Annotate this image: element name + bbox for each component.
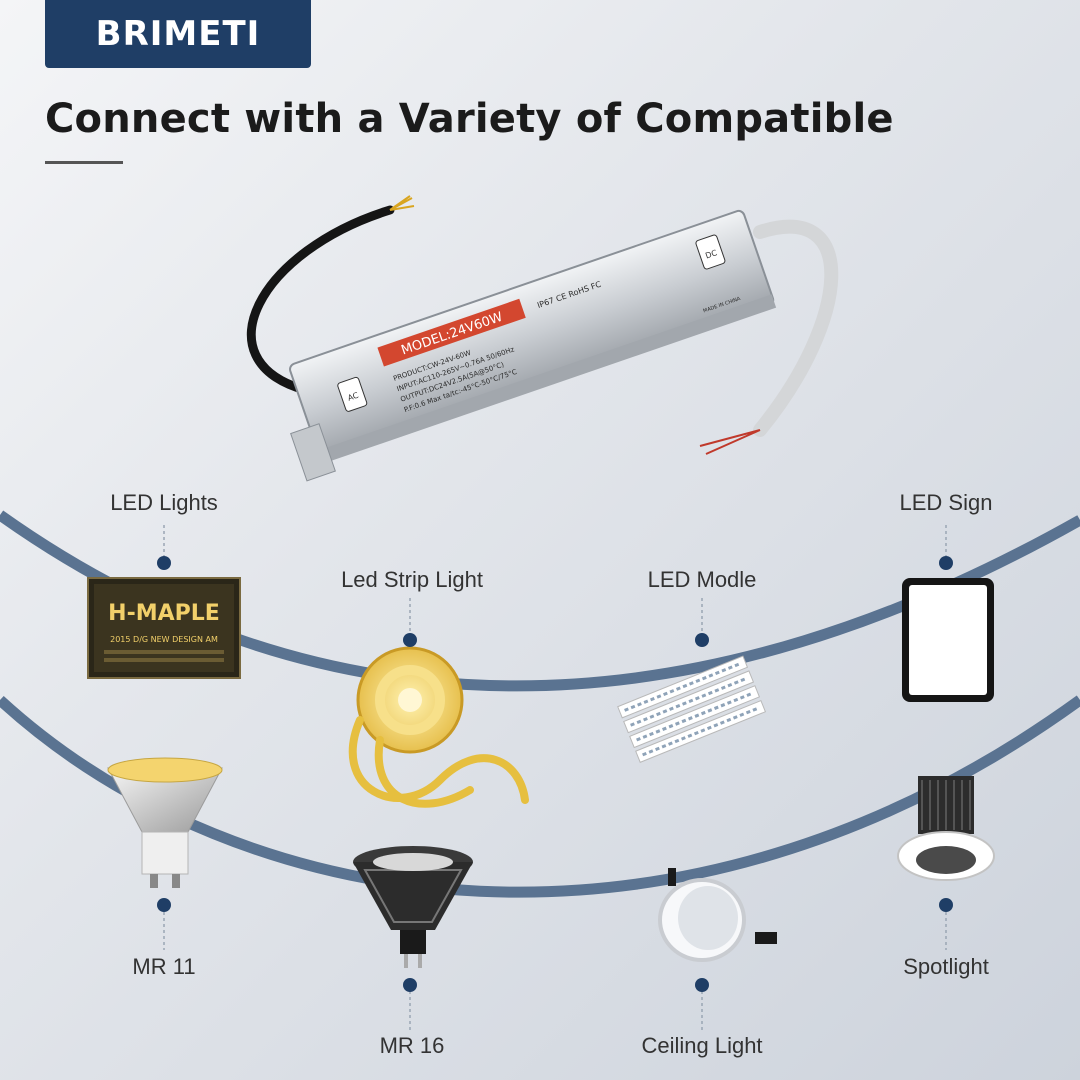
svg-text:DC: DC [704, 248, 718, 260]
tablet-sign-icon [902, 578, 994, 702]
label-ceiling-light: Ceiling Light [641, 1033, 763, 1058]
mr16-bulb-icon [353, 846, 473, 968]
label-led-lights: LED Lights [110, 490, 218, 515]
marker-dot-mr16 [403, 978, 417, 992]
brand-logo: BRIMETI [45, 0, 311, 68]
led-module-icon [617, 655, 767, 763]
marker-dot-spotlight [939, 898, 953, 912]
marker-dot-led-strip [403, 633, 417, 647]
led-strip-reel-icon [348, 646, 529, 808]
svg-text:AC: AC [346, 391, 360, 403]
spotlight-icon [897, 776, 995, 881]
power-supply-unit: MODEL:24V60W PRODUCT:CW-24V-60W INPUT:AC… [289, 209, 777, 482]
model-plate [377, 298, 526, 367]
marker-dot-ceiling-light [695, 978, 709, 992]
mr11-bulb-icon [107, 757, 223, 888]
led-panel-icon: H-MAPLE 2015 D/G NEW DESIGN AM [87, 577, 241, 679]
connector-markers [163, 525, 947, 1030]
led-panel-title: H-MAPLE [108, 601, 220, 626]
page-title: Connect with a Variety of Compatible [45, 96, 894, 142]
label-mr11: MR 11 [132, 954, 196, 979]
label-led-modle: LED Modle [647, 567, 757, 592]
ceiling-light-icon [658, 868, 777, 962]
label-led-sign: LED Sign [899, 490, 993, 515]
label-led-strip-light: Led Strip Light [341, 567, 483, 592]
input-cable [246, 205, 395, 395]
label-spotlight: Spotlight [903, 954, 989, 979]
brand-name: BRIMETI [95, 14, 261, 54]
led-panel-subtitle: 2015 D/G NEW DESIGN AM [110, 635, 218, 644]
marker-dot-led-sign [939, 556, 953, 570]
marker-dot-led-lights [157, 556, 171, 570]
label-mr16: MR 16 [379, 1033, 445, 1058]
title-underline [45, 161, 123, 164]
marker-dot-mr11 [157, 898, 171, 912]
marker-dot-led-modle [695, 633, 709, 647]
output-cable [753, 219, 839, 437]
